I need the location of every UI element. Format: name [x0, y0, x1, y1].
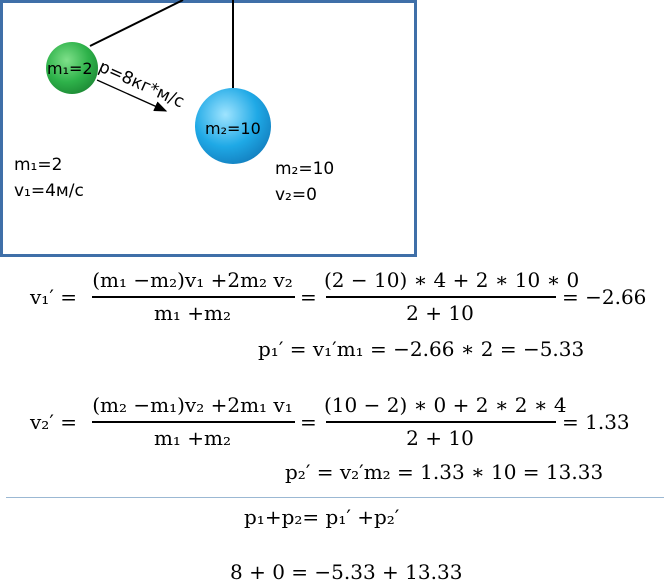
ball2-mass: m₂=10 [275, 159, 335, 179]
velocity-arrow [96, 79, 168, 112]
ball2-info: m₂=10 v₂=0 [275, 158, 334, 206]
v1-result: = −2.66 [562, 285, 647, 309]
numeric-check: 8 + 0 = −5.33 + 13.33 [230, 560, 463, 584]
ball-2 [195, 88, 271, 164]
momentum-conservation: p₁+p₂= p₁′ +p₂′ [244, 505, 400, 529]
v2-denominator-numeric: 2 + 10 [406, 426, 474, 450]
v2-equals: = [300, 410, 317, 434]
ball2-label: m₂=10 [205, 119, 261, 138]
ball1-mass: m₁=2 [14, 155, 63, 175]
v1-numerator-numeric: (2 − 10) ∗ 4 + 2 ∗ 10 ∗ 0 [324, 268, 580, 292]
ball1-label: m₁=2 [47, 59, 93, 78]
v2-lhs: v₂′ = [30, 410, 77, 434]
ball1-velocity: v₁=4м/с [14, 181, 84, 201]
collision-diagram [0, 0, 417, 257]
divider-line [6, 497, 664, 498]
v1-fraction-bar-numeric [326, 296, 556, 298]
v2-numerator-numeric: (10 − 2) ∗ 0 + 2 ∗ 2 ∗ 4 [324, 393, 567, 417]
v1-fraction-bar-symbolic [92, 296, 295, 298]
v1-denominator-numeric: 2 + 10 [406, 301, 474, 325]
v2-numerator-symbolic: (m₂ −m₁)v₂ +2m₁ v₁ [92, 393, 293, 417]
v2-fraction-bar-numeric [326, 421, 556, 423]
ball1-info: m₁=2 v₁=4м/с [14, 154, 84, 202]
v2-fraction-bar-symbolic [92, 421, 295, 423]
v1-lhs: v₁′ = [30, 285, 77, 309]
v1-denominator-symbolic: m₁ +m₂ [153, 301, 232, 325]
v1-equals: = [300, 285, 317, 309]
string-ball1 [89, 0, 184, 47]
p2-equation: p₂′ = v₂′m₂ = 1.33 ∗ 10 = 13.33 [285, 460, 604, 484]
p1-equation: p₁′ = v₁′m₁ = −2.66 ∗ 2 = −5.33 [258, 337, 585, 361]
v2-result: = 1.33 [562, 410, 630, 434]
ball2-velocity: v₂=0 [275, 185, 317, 205]
v2-denominator-symbolic: m₁ +m₂ [153, 426, 232, 450]
v1-numerator-symbolic: (m₁ −m₂)v₁ +2m₂ v₂ [92, 268, 293, 292]
ball-1 [46, 42, 98, 94]
